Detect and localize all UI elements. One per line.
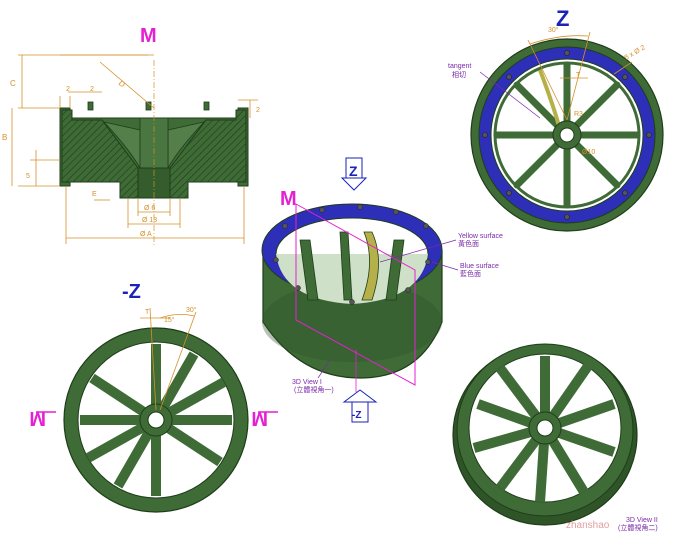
view1-leader	[317, 359, 331, 379]
dim-phi13: Ø 13	[142, 217, 157, 224]
dim-b: B	[2, 133, 7, 142]
z-tangent-zh: 相切	[452, 70, 466, 79]
dim-2-side: 2	[256, 107, 260, 114]
view1-en: 3D View I	[292, 379, 322, 386]
dim-5: 5	[26, 173, 30, 180]
minus-z-t: T	[145, 309, 150, 316]
dim-c: C	[10, 79, 16, 88]
dim-2-right: 2	[90, 86, 94, 93]
iso-view	[261, 203, 443, 392]
yellow-surface-zh: 黃色面	[458, 239, 479, 248]
minus-z-15: 15°	[164, 316, 175, 324]
view1-zh: (立體視角一)	[294, 385, 334, 394]
view2-en: 3D View II	[626, 517, 658, 524]
z-t-label: T	[576, 72, 581, 79]
z-arrow-bottom-label: -Z	[352, 410, 361, 421]
z-view	[470, 31, 664, 232]
view-label-m-left: M	[29, 407, 46, 429]
view-label-m-mid: M	[280, 188, 297, 210]
dim-e: E	[92, 191, 97, 198]
z-tangent-en: tangent	[448, 63, 471, 70]
dim-2-left: 2	[66, 86, 70, 93]
dim-d: D	[117, 79, 127, 90]
view-label-minus-z: -Z	[122, 281, 141, 303]
z-arrow-bottom	[342, 389, 378, 423]
view-label-z: Z	[556, 6, 569, 31]
blue-surface-zh: 藍色面	[460, 269, 481, 278]
section-view	[59, 60, 249, 246]
dim-phi6: Ø 6	[144, 205, 155, 212]
tangent-leader	[479, 71, 541, 119]
z-angle-label: 30°	[548, 26, 559, 34]
section-dimensions	[11, 54, 258, 244]
z-phi10-label: Ø10	[582, 149, 595, 156]
blue-leader	[431, 261, 459, 271]
view2	[452, 343, 638, 526]
yellow-leader	[379, 239, 457, 263]
z-r3-label: R3	[574, 111, 583, 118]
minus-z-30: 30°	[186, 306, 197, 314]
yellow-surface-en: Yellow surface	[458, 233, 503, 240]
view-label-m-top: M	[140, 25, 157, 47]
blue-surface-en: Blue surface	[460, 263, 499, 270]
view2-zh: (立體視角二)	[618, 523, 658, 532]
watermark: zhanshao	[566, 520, 610, 531]
dim-phia: Ø A	[140, 231, 152, 238]
z-arrow-top-label: Z	[349, 163, 358, 179]
minus-z-view	[63, 307, 249, 513]
view-label-m-right: M	[251, 407, 268, 429]
z-holes-label: 8 x Ø 2	[624, 44, 647, 61]
z-arrow-top	[340, 157, 368, 191]
